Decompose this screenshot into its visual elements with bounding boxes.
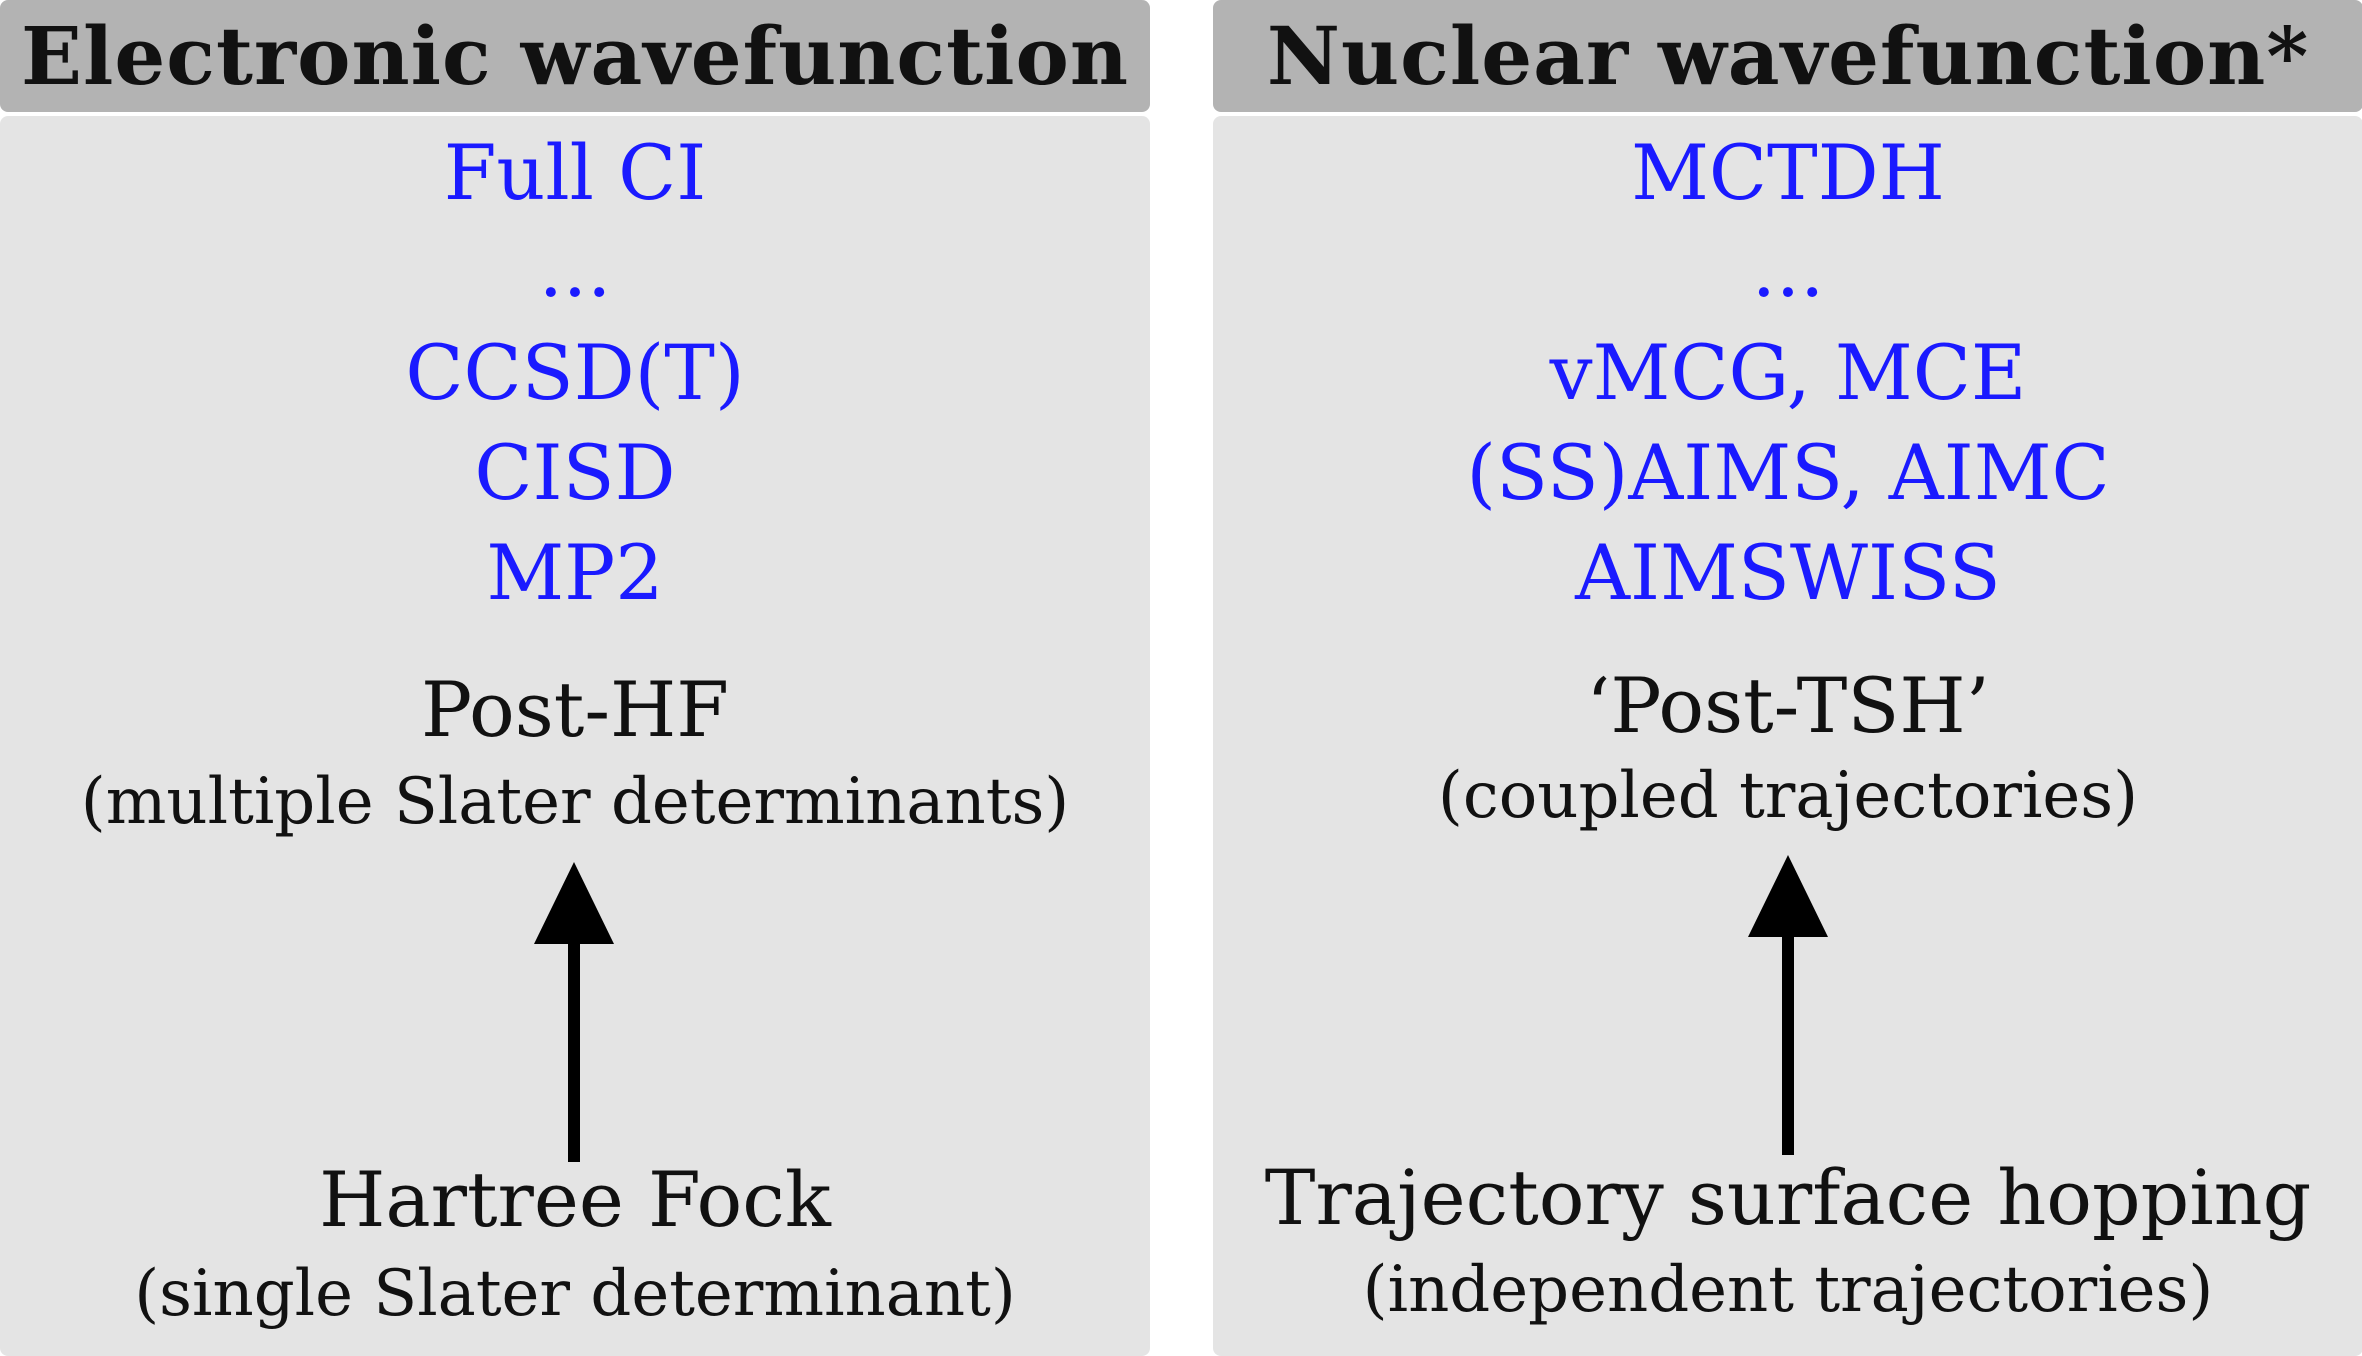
- method-mctdh: MCTDH: [1631, 128, 1945, 217]
- method-full-ci: Full CI: [443, 128, 707, 217]
- method-ellipsis: ...: [1751, 225, 1825, 314]
- method-vmcg-mce: vMCG, MCE: [1549, 328, 2027, 417]
- post-hf-sublabel: (multiple Slater determinants): [80, 765, 1070, 839]
- method-aims-aimc: (SS)AIMS, AIMC: [1466, 428, 2110, 517]
- method-aimswiss: AIMSWISS: [1575, 528, 2001, 617]
- method-cisd: CISD: [474, 428, 676, 517]
- nuclear-panel: Nuclear wavefunction* MCTDH ... vMCG, MC…: [1213, 0, 2362, 1356]
- method-ellipsis: ...: [538, 225, 612, 314]
- up-arrow-icon: [1748, 855, 1828, 1155]
- hartree-fock-label: Hartree Fock: [319, 1155, 831, 1244]
- hartree-fock-sublabel: (single Slater determinant): [134, 1257, 1016, 1331]
- electronic-title: Electronic wavefunction: [0, 0, 1150, 112]
- tsh-label: Trajectory surface hopping: [1264, 1153, 2312, 1242]
- nuclear-title: Nuclear wavefunction*: [1213, 0, 2362, 112]
- post-hf-label: Post-HF: [420, 665, 730, 754]
- method-mp2: MP2: [486, 528, 664, 617]
- method-ccsdt: CCSD(T): [405, 328, 745, 417]
- tsh-sublabel: (independent trajectories): [1362, 1253, 2214, 1327]
- up-arrow-icon: [534, 862, 614, 1162]
- electronic-panel: Electronic wavefunction Full CI ... CCSD…: [0, 0, 1150, 1356]
- post-tsh-label: ‘Post-TSH’: [1586, 661, 1990, 750]
- post-tsh-sublabel: (coupled trajectories): [1437, 759, 2139, 833]
